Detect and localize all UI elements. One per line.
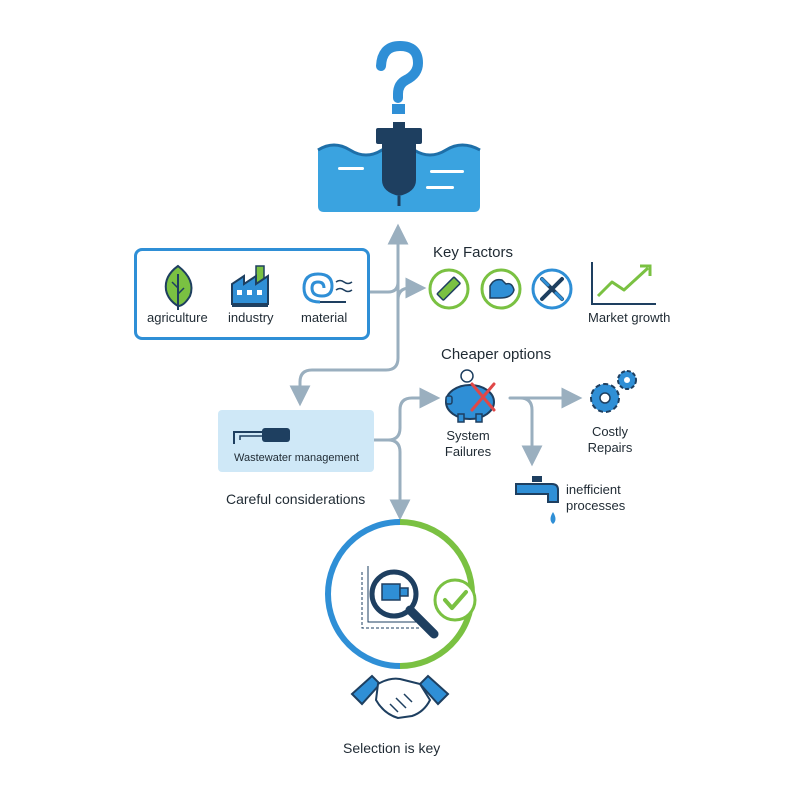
material-label: material (301, 310, 348, 325)
check-circle-icon (433, 578, 477, 622)
wastewater-label: Wastewater management (234, 452, 359, 464)
ruler-icon (428, 268, 470, 310)
cheaper-options-title: Cheaper options (441, 346, 552, 363)
system-failures-line-1: System (446, 428, 490, 443)
inefficient-processes-line-2: processes (566, 498, 626, 513)
inefficient-processes-line-1: inefficient (566, 482, 621, 497)
magnifier-icon (369, 569, 439, 639)
strength-arm-icon (480, 268, 522, 310)
careful-considerations-label: Careful considerations (226, 491, 366, 507)
factory-icon (231, 265, 269, 307)
costly-repairs-line-2: Repairs (587, 440, 633, 455)
arrow-to-inefficient (518, 396, 543, 467)
industry-label: industry (228, 310, 274, 325)
faucet-icon (515, 476, 559, 524)
system-failures-line-2: Failures (444, 444, 492, 459)
wastewater-box (218, 410, 374, 472)
submersible-pump-icon (376, 122, 422, 206)
arrow-to-wastewater (289, 298, 400, 407)
pipe-icon (233, 428, 290, 444)
key-factors-title: Key Factors (433, 244, 514, 261)
system-failures-label: System Failures (438, 428, 498, 460)
gears-icon (590, 370, 637, 413)
selection-is-key-label: Selection is key (343, 740, 441, 756)
arrow-to-selection (386, 438, 411, 521)
inefficient-processes-label: inefficient processes (566, 482, 625, 514)
tools-icon (531, 268, 573, 310)
blueprint-icon (361, 566, 426, 629)
market-growth-chart-icon (591, 262, 656, 305)
question-mark-icon (376, 40, 424, 114)
handshake-icon (350, 674, 450, 720)
piggy-bank-icon (445, 369, 496, 423)
costly-repairs-label: Costly Repairs (582, 424, 638, 456)
material-roll-icon (302, 272, 353, 304)
costly-repairs-line-1: Costly (591, 424, 629, 439)
market-growth-label: Market growth (588, 310, 671, 325)
sources-box (134, 248, 370, 340)
agriculture-label: agriculture (147, 310, 208, 325)
leaf-icon (164, 264, 193, 310)
